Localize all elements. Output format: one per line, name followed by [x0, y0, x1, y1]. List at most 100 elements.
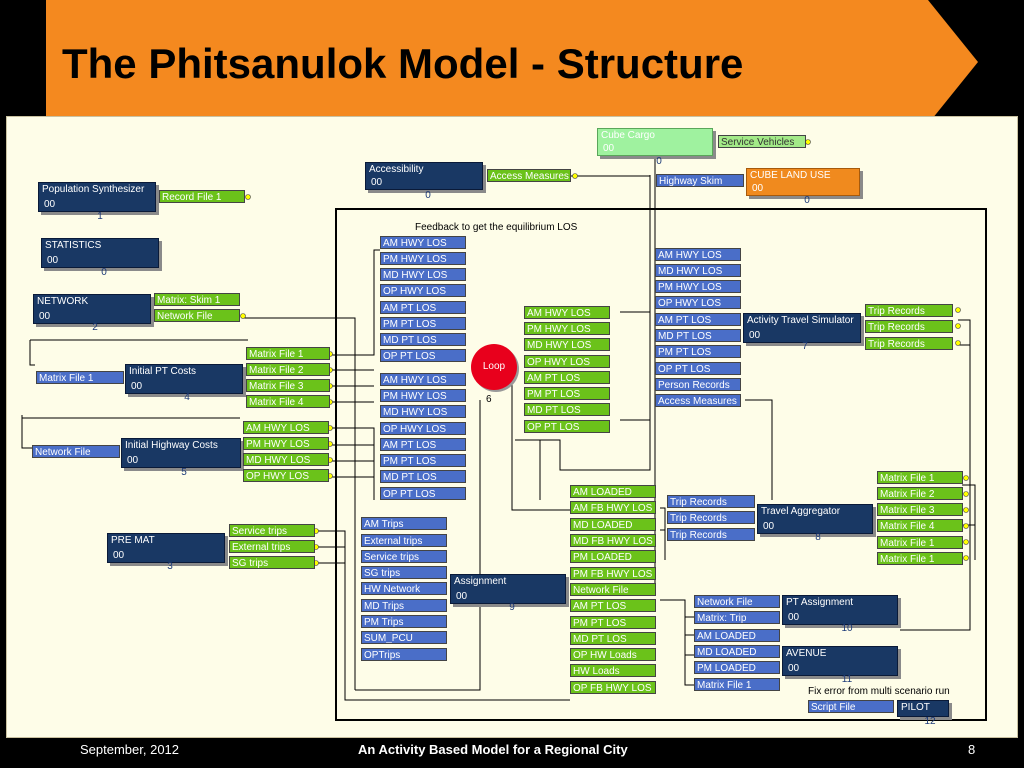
node-cube-land-use[interactable]: CUBE LAND USE 00 — [746, 168, 860, 196]
file-loop-in[interactable]: PM HWY LOS — [380, 389, 466, 402]
file-agg-out[interactable]: Matrix File 3 — [877, 503, 963, 516]
file-init-hwy-out[interactable]: MD HWY LOS — [243, 453, 329, 466]
node-assignment[interactable]: Assignment 00 — [450, 574, 566, 604]
file-matrix-skim-1[interactable]: Matrix: Skim 1 — [154, 293, 240, 306]
file-assign-out[interactable]: HW Loads — [570, 664, 656, 677]
file-assign-out[interactable]: AM PT LOS — [570, 599, 656, 612]
file-ats-out[interactable]: Trip Records — [865, 320, 953, 333]
file-agg-in[interactable]: Trip Records — [667, 528, 755, 541]
file-assign-out[interactable]: OP FB HWY LOS — [570, 681, 656, 694]
file-ats-in[interactable]: MD HWY LOS — [655, 264, 741, 277]
file-loop-out[interactable]: MD HWY LOS — [524, 338, 610, 351]
file-assign-in[interactable]: PM Trips — [361, 615, 447, 628]
file-access-measures[interactable]: Access Measures — [487, 169, 571, 182]
file-loop-out[interactable]: AM PT LOS — [524, 371, 610, 384]
file-loop-out[interactable]: MD PT LOS — [524, 403, 610, 416]
file-assign-out[interactable]: AM LOADED — [570, 485, 656, 498]
file-loop-in[interactable]: OP PT LOS — [380, 487, 466, 500]
node-accessibility[interactable]: Accessibility 00 — [365, 162, 483, 190]
file-assign-out[interactable]: MD LOADED — [570, 518, 656, 531]
file-init-hwy-out[interactable]: AM HWY LOS — [243, 421, 329, 434]
file-assign-out[interactable]: MD FB HWY LOS — [570, 534, 656, 547]
file-avenue-in[interactable]: MD LOADED — [694, 645, 780, 658]
file-ats-in[interactable]: PM HWY LOS — [655, 280, 741, 293]
file-agg-out[interactable]: Matrix File 4 — [877, 519, 963, 532]
file-assign-out[interactable]: PM PT LOS — [570, 616, 656, 629]
node-pre-mat[interactable]: PRE MAT 00 — [107, 533, 225, 563]
file-ats-in[interactable]: OP PT LOS — [655, 362, 741, 375]
file-ats-in[interactable]: Person Records — [655, 378, 741, 391]
file-agg-out[interactable]: Matrix File 1 — [877, 471, 963, 484]
file-agg-in[interactable]: Trip Records — [667, 495, 755, 508]
file-premat-out[interactable]: External trips — [229, 540, 315, 553]
file-ptassign-in[interactable]: Matrix: Trip — [694, 611, 780, 624]
file-matrix-file-1[interactable]: Matrix File 1 — [36, 371, 124, 384]
node-statistics[interactable]: STATISTICS 00 — [41, 238, 159, 268]
file-assign-out[interactable]: PM LOADED — [570, 550, 656, 563]
node-pt-assignment[interactable]: PT Assignment 00 — [782, 595, 898, 625]
file-loop-in[interactable]: AM PT LOS — [380, 301, 466, 314]
node-travel-aggregator[interactable]: Travel Aggregator 00 — [757, 504, 873, 534]
file-assign-in[interactable]: HW Network — [361, 582, 447, 595]
file-assign-in[interactable]: OPTrips — [361, 648, 447, 661]
file-avenue-in[interactable]: Matrix File 1 — [694, 678, 780, 691]
file-init-hwy-out[interactable]: PM HWY LOS — [243, 437, 329, 450]
file-premat-out[interactable]: SG trips — [229, 556, 315, 569]
node-initial-pt-costs[interactable]: Initial PT Costs 00 — [125, 364, 243, 394]
file-ptassign-in[interactable]: Network File — [694, 595, 780, 608]
node-cube-cargo[interactable]: Cube Cargo 00 — [597, 128, 713, 156]
file-loop-in[interactable]: OP HWY LOS — [380, 284, 466, 297]
file-assign-in[interactable]: AM Trips — [361, 517, 447, 530]
file-premat-out[interactable]: Service trips — [229, 524, 315, 537]
file-script-file[interactable]: Script File — [808, 700, 894, 713]
file-loop-in[interactable]: OP HWY LOS — [380, 422, 466, 435]
file-assign-out[interactable]: OP HW Loads — [570, 648, 656, 661]
node-population-synthesizer[interactable]: Population Synthesizer 00 — [38, 182, 156, 212]
file-loop-in[interactable]: MD HWY LOS — [380, 405, 466, 418]
file-ats-out[interactable]: Trip Records — [865, 337, 953, 350]
node-pilot[interactable]: PILOT — [897, 700, 949, 717]
node-activity-travel-simulator[interactable]: Activity Travel Simulator 00 — [743, 313, 861, 343]
file-loop-in[interactable]: MD PT LOS — [380, 333, 466, 346]
file-assign-in[interactable]: SG trips — [361, 566, 447, 579]
file-highway-skim[interactable]: Highway Skim — [656, 174, 744, 187]
file-loop-in[interactable]: AM HWY LOS — [380, 236, 466, 249]
file-loop-out[interactable]: PM PT LOS — [524, 387, 610, 400]
file-avenue-in[interactable]: PM LOADED — [694, 661, 780, 674]
file-init-pt-out[interactable]: Matrix File 1 — [246, 347, 330, 360]
file-network-file[interactable]: Network File — [154, 309, 240, 322]
file-assign-out[interactable]: MD PT LOS — [570, 632, 656, 645]
file-agg-out[interactable]: Matrix File 1 — [877, 536, 963, 549]
file-loop-in[interactable]: AM HWY LOS — [380, 373, 466, 386]
file-loop-in[interactable]: PM PT LOS — [380, 454, 466, 467]
file-agg-out[interactable]: Matrix File 1 — [877, 552, 963, 565]
file-loop-in[interactable]: PM HWY LOS — [380, 252, 466, 265]
file-loop-in[interactable]: AM PT LOS — [380, 438, 466, 451]
file-ats-out[interactable]: Trip Records — [865, 304, 953, 317]
file-init-pt-out[interactable]: Matrix File 4 — [246, 395, 330, 408]
file-service-vehicles[interactable]: Service Vehicles — [718, 135, 806, 148]
file-assign-in[interactable]: Service trips — [361, 550, 447, 563]
file-ats-in[interactable]: AM HWY LOS — [655, 248, 741, 261]
file-assign-in[interactable]: External trips — [361, 534, 447, 547]
node-avenue[interactable]: AVENUE 00 — [782, 646, 898, 676]
file-ats-in[interactable]: OP HWY LOS — [655, 296, 741, 309]
file-network-file-hwy[interactable]: Network File — [32, 445, 120, 458]
file-loop-out[interactable]: PM HWY LOS — [524, 322, 610, 335]
file-ats-in[interactable]: AM PT LOS — [655, 313, 741, 326]
loop-node[interactable]: Loop — [471, 344, 517, 390]
file-init-pt-out[interactable]: Matrix File 3 — [246, 379, 330, 392]
file-loop-in[interactable]: MD PT LOS — [380, 470, 466, 483]
node-network[interactable]: NETWORK 00 — [33, 294, 151, 324]
file-loop-in[interactable]: MD HWY LOS — [380, 268, 466, 281]
file-init-pt-out[interactable]: Matrix File 2 — [246, 363, 330, 376]
file-loop-in[interactable]: PM PT LOS — [380, 317, 466, 330]
file-agg-out[interactable]: Matrix File 2 — [877, 487, 963, 500]
file-assign-in[interactable]: MD Trips — [361, 599, 447, 612]
file-avenue-in[interactable]: AM LOADED — [694, 629, 780, 642]
file-assign-out[interactable]: AM FB HWY LOS — [570, 501, 656, 514]
file-init-hwy-out[interactable]: OP HWY LOS — [243, 469, 329, 482]
file-assign-out[interactable]: Network File — [570, 583, 656, 596]
file-loop-out[interactable]: OP PT LOS — [524, 420, 610, 433]
file-assign-in[interactable]: SUM_PCU — [361, 631, 447, 644]
